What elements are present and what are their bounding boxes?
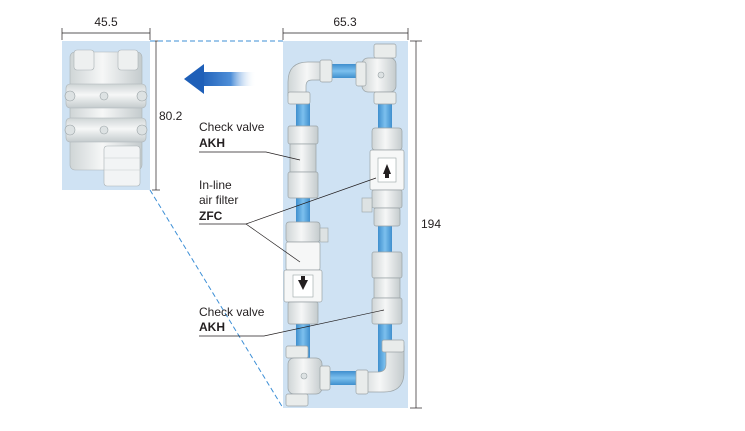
inline-filter-line2: air filter [199, 193, 238, 207]
large-width-dimension: 65.3 [282, 15, 409, 40]
tee-fitting-top-right [355, 43, 397, 105]
elbow-fitting-top-left [287, 59, 333, 105]
inline-filter-model: ZFC [199, 209, 223, 223]
callout-inline-filter: In-line air filter ZFC [199, 177, 377, 263]
callout-check-valve-bottom: Check valve AKH [199, 305, 385, 337]
tee-fitting-bottom-left [285, 345, 331, 407]
check-valve-arrow-icon [383, 164, 391, 178]
compact-assembly [62, 41, 150, 190]
check-valve-top-model: AKH [199, 136, 225, 150]
flow-direction-arrow-icon [184, 64, 256, 94]
small-height-label: 80.2 [159, 109, 183, 123]
inline-filter-right [361, 127, 405, 227]
check-valve-bottom-right [371, 251, 403, 325]
small-width-label: 45.5 [94, 15, 118, 29]
inline-filter-left [283, 221, 329, 325]
check-valve-bottom-model: AKH [199, 320, 225, 334]
large-height-dimension: 194 [410, 40, 441, 409]
expanded-assembly [283, 41, 408, 408]
elbow-fitting-bottom-right [355, 339, 405, 395]
large-height-label: 194 [421, 217, 441, 231]
check-valve-top-left [287, 125, 319, 199]
callout-check-valve-top: Check valve AKH [199, 120, 301, 161]
projection-lines [149, 40, 284, 409]
small-width-dimension: 45.5 [61, 15, 151, 40]
check-valve-top-name: Check valve [199, 120, 265, 134]
large-width-label: 65.3 [333, 15, 357, 29]
check-valve-arrow-icon [298, 276, 308, 290]
check-valve-bottom-name: Check valve [199, 305, 265, 319]
inline-filter-line1: In-line [199, 178, 232, 192]
small-height-dimension: 80.2 [152, 40, 183, 191]
